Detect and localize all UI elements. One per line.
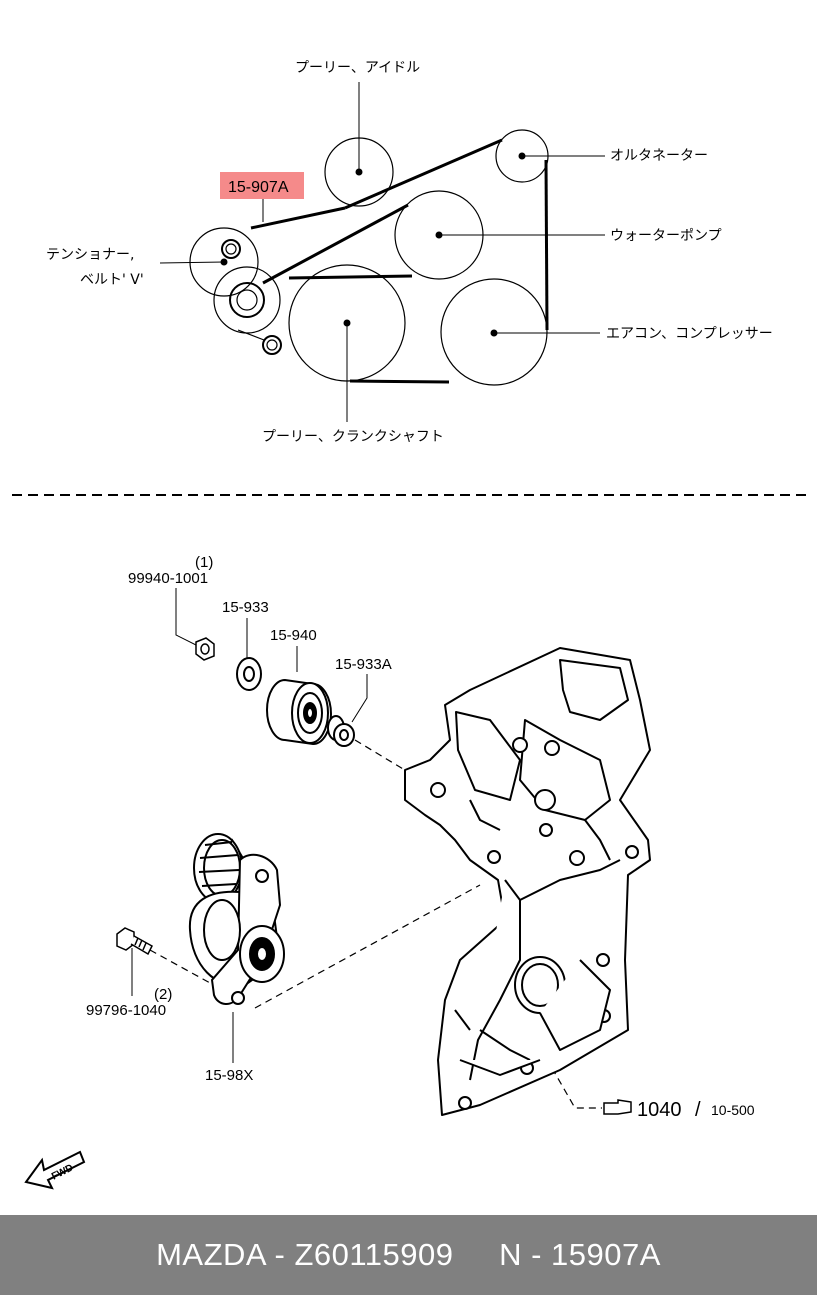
part-15933A-label[interactable]: 15-933A	[335, 656, 392, 673]
spacer	[327, 715, 355, 747]
tensioner-assembly	[188, 833, 285, 1005]
part-99796-label[interactable]: 99796-1040	[86, 1002, 166, 1019]
v-belt-label: ベルト' V'	[80, 272, 144, 288]
part-15933-label[interactable]: 15-933	[222, 599, 269, 616]
part-99940-label[interactable]: 99940-1001	[128, 570, 208, 587]
highlighted-part-callout[interactable]: 15-907A	[220, 172, 304, 199]
idler-pulley-part	[266, 678, 332, 746]
belt-routing-diagram	[159, 82, 605, 422]
water-pump-label: ウォーターポンプ	[610, 228, 722, 244]
forward-direction-icon: FWD	[24, 1150, 86, 1190]
part-leader-lines	[131, 588, 368, 1063]
reference-sub-number: 10-500	[711, 1102, 755, 1118]
tensioner-label: テンショナー,	[46, 247, 134, 263]
footer-part-number: MAZDA - Z60115909 N - 15907A	[156, 1237, 661, 1272]
reference-main-number: 1040	[637, 1099, 682, 1121]
reference-slash: /	[695, 1099, 701, 1121]
drive-belt	[250, 138, 549, 384]
engine-front-cover	[404, 647, 651, 1116]
reference-callout[interactable]: 1040 / 10-500	[603, 1099, 755, 1121]
part-99940-qty: (1)	[195, 554, 213, 571]
leader-lines	[159, 82, 605, 422]
flange-nut	[195, 637, 215, 661]
parts-diagram-canvas: プーリー、アイドル オルタネーター ウォーターポンプ エアコン、コンプレッサー …	[12, 60, 812, 1190]
crankshaft-pulley-label: プーリー、クランクシャフト	[262, 429, 444, 445]
alternator-label: オルタネーター	[610, 148, 708, 164]
footer-bar: MAZDA - Z60115909 N - 15907A	[0, 1215, 817, 1295]
part-99796-qty: (2)	[154, 986, 172, 1003]
pointing-hand-icon	[603, 1099, 632, 1115]
belt-tensioner	[189, 227, 282, 355]
part-1598X-label[interactable]: 15-98X	[205, 1067, 253, 1084]
mounting-bolt	[116, 927, 153, 956]
idler-pulley-label: プーリー、アイドル	[295, 60, 420, 76]
washer	[236, 657, 262, 691]
ac-compressor-label: エアコン、コンプレッサー	[606, 326, 773, 342]
ac-compressor-pulley	[440, 278, 548, 386]
highlight-box	[220, 172, 304, 199]
part-15940-label[interactable]: 15-940	[270, 627, 317, 644]
highlighted-part-number: 15-907A	[228, 179, 289, 196]
